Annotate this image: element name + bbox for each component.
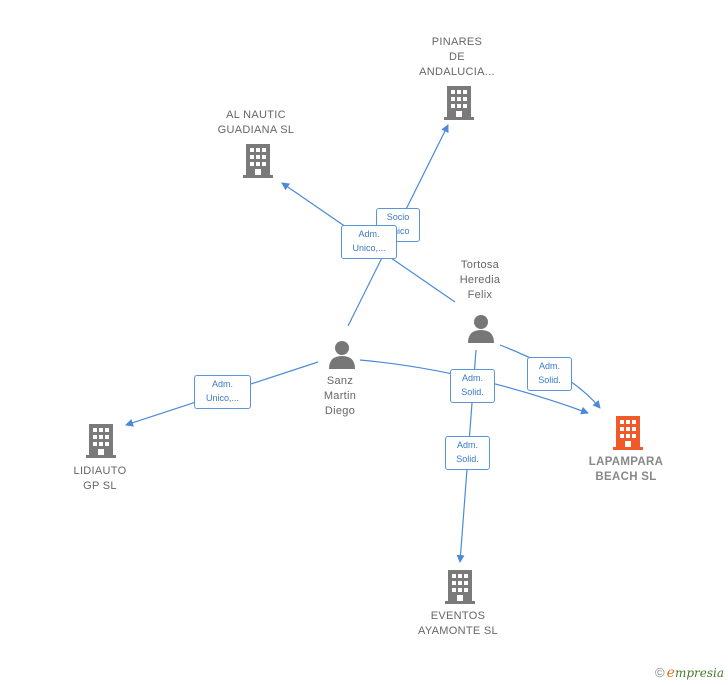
- building-icon[interactable]: [445, 570, 475, 604]
- edge-label-adm-solid-eventos[interactable]: Adm. Solid.: [445, 436, 490, 470]
- logo-text: mpresia: [674, 666, 724, 680]
- logo-e: e: [666, 665, 675, 681]
- person-icon[interactable]: [327, 339, 357, 369]
- company-label-lidiauto[interactable]: LIDIAUTO GP SL: [73, 465, 127, 492]
- edge-label-adm-solid-tortosa[interactable]: Adm. Solid.: [527, 357, 572, 391]
- empresia-logo: ©empresia: [655, 665, 724, 681]
- person-icon[interactable]: [466, 313, 496, 343]
- copyright-symbol: ©: [655, 665, 665, 680]
- company-label-nautic[interactable]: AL NAUTIC GUADIANA SL: [217, 109, 295, 136]
- building-icon[interactable]: [86, 424, 116, 458]
- building-icon[interactable]: [243, 144, 273, 178]
- building-icon-main[interactable]: [613, 416, 643, 450]
- edge-label-adm-solid-sanz[interactable]: Adm. Solid.: [450, 369, 495, 403]
- company-label-eventos[interactable]: EVENTOS AYAMONTE SL: [418, 610, 498, 637]
- building-icon[interactable]: [444, 86, 474, 120]
- person-label-tortosa[interactable]: Tortosa Heredia Felix: [459, 259, 501, 301]
- company-label-lapampara[interactable]: LAPAMPARA BEACH SL: [588, 456, 664, 483]
- edge-label-adm-unico-nautic[interactable]: Adm. Unico,...: [341, 225, 397, 259]
- company-label-pinares[interactable]: PINARES DE ANDALUCIA...: [419, 36, 495, 78]
- person-label-sanz[interactable]: Sanz Martin Diego: [323, 375, 357, 417]
- edge-label-adm-unico-lidiauto[interactable]: Adm. Unico,...: [194, 375, 251, 409]
